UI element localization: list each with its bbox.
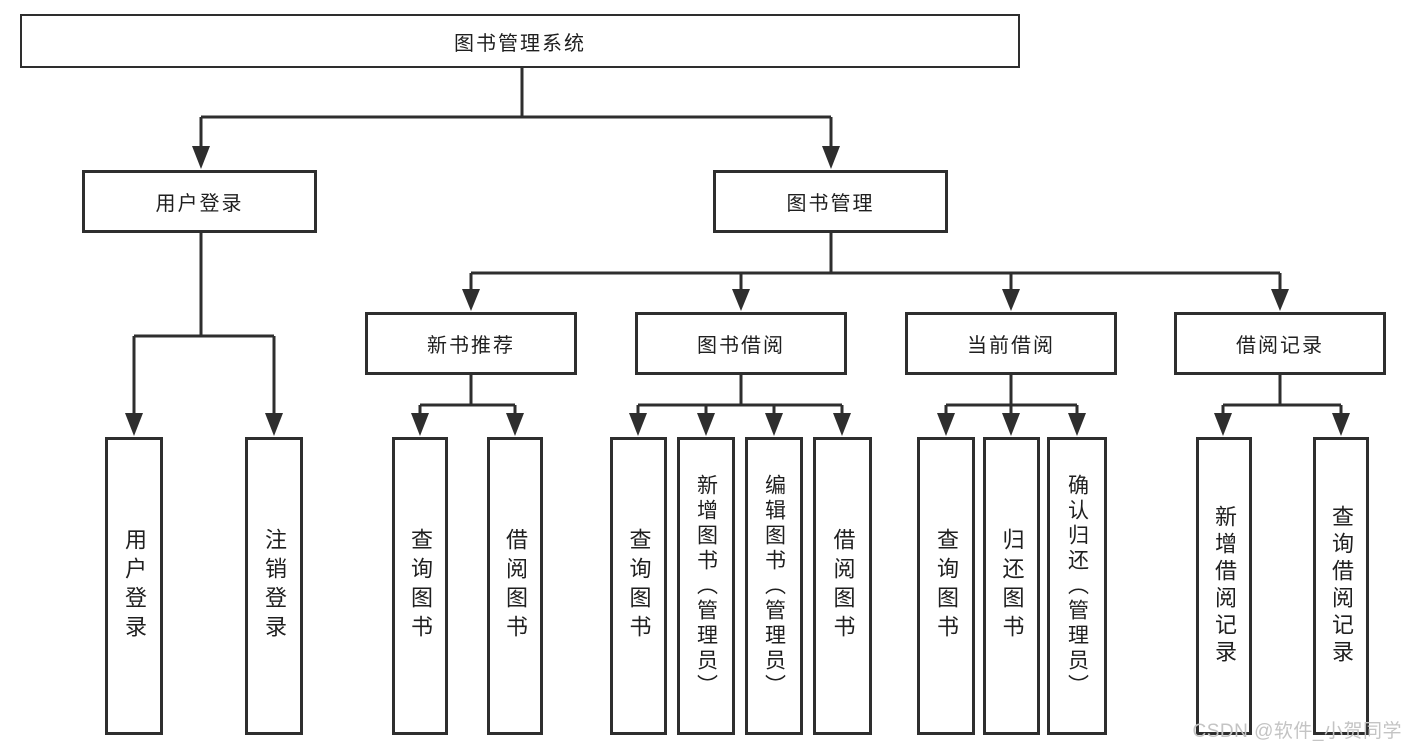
connector-root-to-level2 (199, 66, 833, 150)
arrowhead-icon (1271, 289, 1289, 311)
node-current-borrow: 当前借阅 (905, 312, 1117, 375)
leaf-user-login-label: 用户登录 (122, 528, 147, 644)
leaf-return-book: 归还图书 (983, 437, 1040, 735)
node-user-login-label: 用户登录 (155, 193, 244, 215)
node-new-books-label: 新书推荐 (427, 335, 515, 357)
leaf-borrow-books-1-label: 借阅图书 (503, 528, 528, 644)
arrowhead-icon (462, 289, 480, 311)
node-user-login: 用户登录 (82, 170, 317, 233)
leaf-borrow-books-2: 借阅图书 (813, 437, 872, 735)
arrowhead-icon (629, 413, 647, 436)
arrowhead-icon (506, 413, 524, 436)
connector-book-management-to-level3 (469, 231, 1282, 293)
node-new-books: 新书推荐 (365, 312, 577, 375)
arrowhead-icon (1002, 413, 1020, 436)
arrowhead-icon (411, 413, 429, 436)
leaf-query-books-1: 查询图书 (392, 437, 448, 735)
leaf-logout: 注销登录 (245, 437, 303, 735)
arrowhead-icon (265, 413, 283, 436)
arrowhead-icon (1332, 413, 1350, 436)
leaf-query-borrow-record-label: 查询借阅记录 (1329, 505, 1354, 667)
leaf-query-books-3-label: 查询图书 (934, 528, 959, 644)
leaf-query-books-2: 查询图书 (610, 437, 667, 735)
node-book-borrow: 图书借阅 (635, 312, 847, 375)
leaf-return-book-label: 归还图书 (999, 528, 1025, 644)
leaf-add-book-admin-label: 新增图书（管理员） (694, 473, 718, 699)
leaf-borrow-books-1: 借阅图书 (487, 437, 543, 735)
leaf-query-books-2-label: 查询图书 (626, 528, 652, 644)
connector-new-books-branch (418, 374, 517, 418)
node-book-management-label: 图书管理 (786, 193, 875, 215)
leaf-logout-label: 注销登录 (262, 528, 287, 644)
arrowhead-icon (1068, 413, 1086, 436)
arrowhead-icon (1214, 413, 1232, 436)
connector-user-login-branch (132, 231, 276, 418)
leaf-add-book-admin: 新增图书（管理员） (677, 437, 735, 735)
arrowhead-icon (732, 289, 750, 311)
node-root-label: 图书管理系统 (454, 32, 586, 55)
arrowhead-icon (937, 413, 955, 436)
node-current-borrow-label: 当前借阅 (967, 335, 1055, 357)
arrowhead-icon (822, 146, 840, 169)
arrowhead-icon (1002, 289, 1020, 311)
leaf-user-login: 用户登录 (105, 437, 163, 735)
leaf-query-books-3: 查询图书 (917, 437, 975, 735)
leaf-confirm-return-admin-label: 确认归还（管理员） (1065, 473, 1089, 699)
leaf-edit-book-admin: 编辑图书（管理员） (745, 437, 803, 735)
leaf-query-borrow-record: 查询借阅记录 (1313, 437, 1369, 735)
connector-current-borrow-branch (944, 374, 1079, 418)
connector-borrow-records-branch (1221, 374, 1343, 418)
arrowhead-icon (192, 146, 210, 169)
leaf-add-borrow-record: 新增借阅记录 (1196, 437, 1252, 735)
connector-book-borrow-branch (636, 374, 844, 418)
leaf-borrow-books-2-label: 借阅图书 (830, 528, 856, 644)
leaf-add-borrow-record-label: 新增借阅记录 (1212, 505, 1237, 667)
arrowhead-icon (697, 413, 715, 436)
leaf-confirm-return-admin: 确认归还（管理员） (1047, 437, 1107, 735)
node-borrow-records-label: 借阅记录 (1236, 335, 1324, 357)
leaf-edit-book-admin-label: 编辑图书（管理员） (762, 473, 786, 699)
arrowhead-icon (125, 413, 143, 436)
node-borrow-records: 借阅记录 (1174, 312, 1386, 375)
node-book-management: 图书管理 (713, 170, 948, 233)
node-root: 图书管理系统 (20, 14, 1020, 68)
csdn-watermark: CSDN @软件_小贺同学 (1192, 721, 1402, 742)
node-book-borrow-label: 图书借阅 (697, 335, 785, 357)
leaf-query-books-1-label: 查询图书 (408, 528, 433, 644)
arrowhead-icon (833, 413, 851, 436)
arrowhead-icon (765, 413, 783, 436)
arrowheads (125, 146, 1350, 436)
